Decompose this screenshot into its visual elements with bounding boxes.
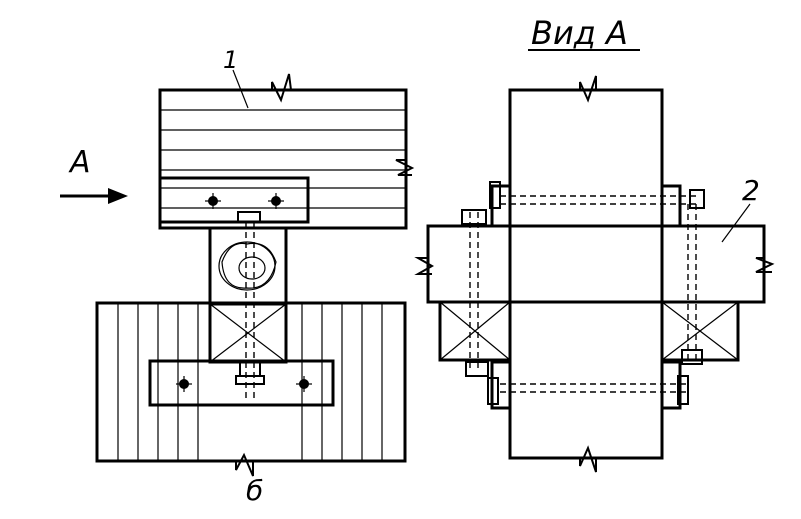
arrow-label: А [68,145,91,180]
subfigure-label: б [246,474,263,507]
callout-2-leader [721,203,751,243]
callout-1-leader [232,69,249,109]
callout-2: 2 [742,174,760,207]
lower-beam [95,301,407,477]
vertical-bolt-left [245,222,255,398]
callout-1: 1 [223,46,238,74]
upper-beam [158,73,415,230]
vertical-bolts-view-a [469,204,697,372]
column-view-a [508,75,664,473]
top-cleats-view-a [461,181,705,228]
wedge-block-a-right [660,300,740,362]
view-title: Вид А [531,14,628,52]
bottom-cleats-view-a [465,349,703,410]
direction-arrow [60,188,128,204]
wedge-block-left [208,302,288,364]
wedge-block-a-left [438,300,512,362]
upper-plate [158,176,310,224]
lower-plate [148,359,335,407]
crossbeam-view-a [414,224,775,304]
column-cross-section [208,226,288,306]
